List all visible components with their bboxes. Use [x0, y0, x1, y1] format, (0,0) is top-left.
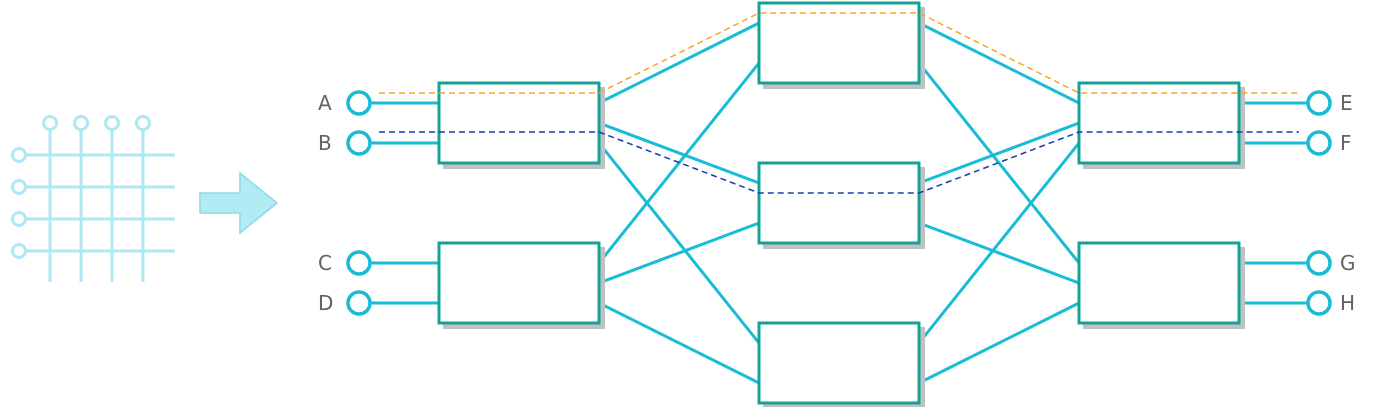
crossbar-col-port [104, 115, 120, 131]
ingress-switch-2 [437, 241, 601, 325]
port-stubs [370, 101, 1307, 305]
crossbar-col-port [135, 115, 151, 131]
input-port-c [346, 250, 372, 276]
port-label-a: A [318, 91, 332, 115]
output-port-f [1306, 130, 1332, 156]
crossbar-row-port [11, 211, 27, 227]
egress-switch-1 [1077, 81, 1241, 165]
middle-switch-3 [757, 321, 921, 405]
middle-switch-1 [757, 1, 921, 85]
input-port-b [346, 130, 372, 156]
output-port-h [1306, 290, 1332, 316]
port-label-d: D [318, 291, 333, 315]
port-label-f: F [1340, 131, 1352, 155]
port-label-c: C [318, 251, 332, 275]
crossbar-col-port [73, 115, 89, 131]
port-labels: A B C D E F G H [318, 91, 1356, 315]
port-label-b: B [318, 131, 332, 155]
crossbar-row-port [11, 147, 27, 163]
switches [437, 1, 1245, 407]
link-line [917, 142, 1081, 344]
link-line [598, 121, 760, 185]
port-label-h: H [1340, 291, 1355, 315]
port-circles [346, 90, 1332, 316]
switch-links [597, 21, 1081, 385]
blue-path-b-to-f [379, 131, 1299, 194]
egress-switch-2 [1077, 241, 1241, 325]
link-line [598, 21, 760, 105]
orange-path-a-to-e [379, 12, 1299, 94]
link-line [598, 221, 760, 285]
port-label-e: E [1340, 91, 1353, 115]
crossbar-row-port [11, 179, 27, 195]
middle-switch-2 [757, 161, 921, 245]
output-port-g [1306, 250, 1332, 276]
link-line [918, 301, 1080, 385]
ingress-switch-1 [437, 81, 601, 165]
crossbar-switch-icon [11, 115, 175, 282]
crossbar-col-port [42, 115, 58, 131]
crossbar-row-port [11, 243, 27, 259]
input-port-d [346, 290, 372, 316]
link-line [918, 21, 1080, 105]
link-line [598, 301, 760, 385]
link-line [918, 221, 1080, 285]
input-port-a [346, 90, 372, 116]
output-port-e [1306, 90, 1332, 116]
link-line [597, 142, 761, 344]
link-line [917, 62, 1081, 264]
right-arrow-icon [199, 171, 279, 235]
port-label-g: G [1340, 251, 1356, 275]
link-line [918, 121, 1080, 185]
